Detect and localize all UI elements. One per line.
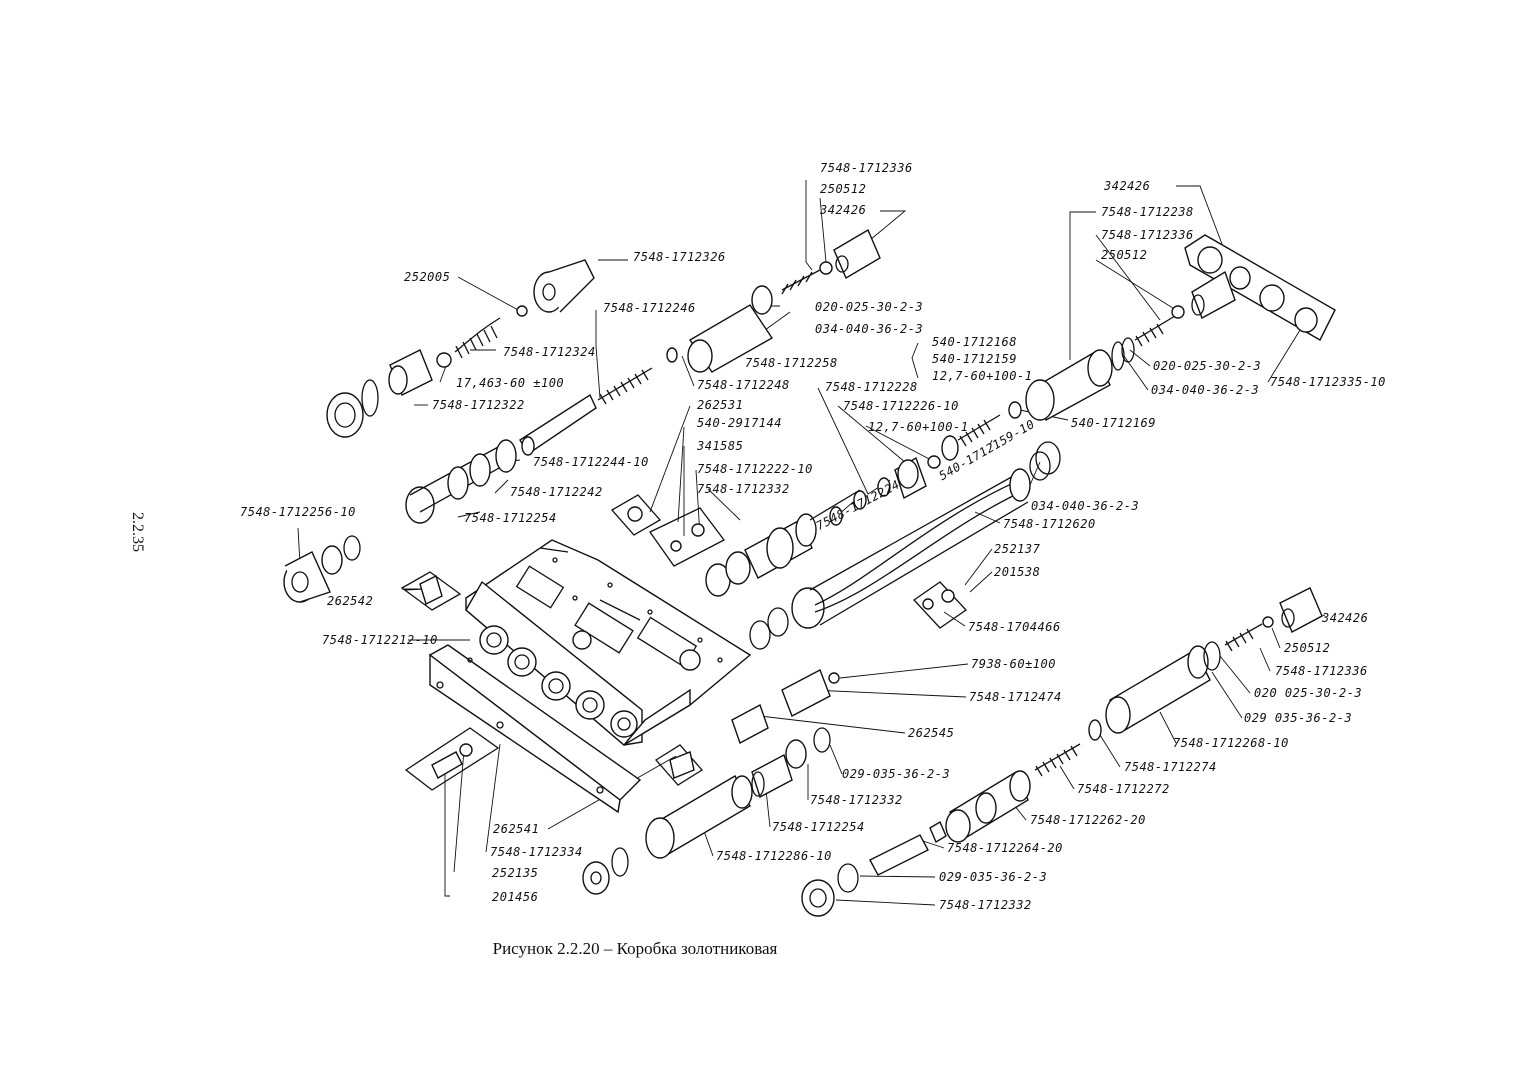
part-label: 252005 bbox=[404, 270, 451, 284]
part-label: 7548-1712254 bbox=[772, 820, 865, 834]
part-label: 540-1712159 bbox=[932, 352, 1017, 366]
part-label: 201456 bbox=[492, 890, 539, 904]
part-label: 7548-1712324 bbox=[503, 345, 596, 359]
part-label: 029-035-36-2-3 bbox=[842, 767, 951, 781]
part-label: 201538 bbox=[994, 565, 1041, 579]
part-label: 7938-60±100 bbox=[971, 657, 1056, 671]
spool-group-lower-right bbox=[801, 587, 1323, 917]
part-label: 7548-1712335-10 bbox=[1270, 375, 1386, 389]
part-label: 7548-1712332 bbox=[939, 898, 1032, 912]
page-number: 2.2.35 bbox=[129, 512, 146, 552]
part-label: 7548-1712322 bbox=[432, 398, 525, 412]
part-label: 029-035-36-2-3 bbox=[939, 870, 1048, 884]
part-label: 540-1712169 bbox=[1071, 416, 1156, 430]
part-label: 250512 bbox=[1101, 248, 1148, 262]
part-label: 7548-1712332 bbox=[697, 482, 790, 496]
part-label: 250512 bbox=[820, 182, 867, 196]
part-label: 12,7-60+100-1 bbox=[932, 369, 1033, 383]
part-label: 252135 bbox=[492, 866, 539, 880]
part-label: 262545 bbox=[908, 726, 955, 740]
part-label: 342426 bbox=[1104, 179, 1151, 193]
part-label: 540-1712168 bbox=[932, 335, 1017, 349]
part-label: 7548-1712244-10 bbox=[533, 455, 649, 469]
part-label: 7548-1712274 bbox=[1124, 760, 1217, 774]
part-label: 7548-1712326 bbox=[633, 250, 726, 264]
part-label: 12,7-60+100-1 bbox=[868, 420, 969, 434]
part-label: 7548-1712222-10 bbox=[697, 462, 813, 476]
part-label: 540-2917144 bbox=[697, 416, 782, 430]
valve-body-housing bbox=[465, 539, 752, 746]
part-label: 7548-1712272 bbox=[1077, 782, 1170, 796]
part-label: 7548-1712254 bbox=[464, 511, 557, 525]
part-label: 342426 bbox=[1322, 611, 1369, 625]
part-label: 7548-1712258 bbox=[745, 356, 838, 370]
part-label: 7548-1712336 bbox=[820, 161, 913, 175]
part-label: 262541 bbox=[493, 822, 540, 836]
part-label: 7548-1712620 bbox=[1003, 517, 1096, 531]
part-label: 7548-1712226-10 bbox=[843, 399, 959, 413]
part-label: 7548-1712286-10 bbox=[716, 849, 832, 863]
part-label: 342426 bbox=[820, 203, 867, 217]
part-label: 7548-1712268-10 bbox=[1173, 736, 1289, 750]
part-label: 029 035-36-2-3 bbox=[1244, 711, 1353, 725]
cover-plate bbox=[428, 644, 642, 814]
part-label: 7548-1712238 bbox=[1101, 205, 1194, 219]
part-label: 262531 bbox=[697, 398, 744, 412]
spool-group-upper-right bbox=[1025, 270, 1236, 421]
part-label: 7548-1712336 bbox=[1275, 664, 1368, 678]
part-label: 252137 bbox=[994, 542, 1041, 556]
spool-group-center bbox=[405, 228, 881, 524]
part-label: 341585 bbox=[697, 439, 744, 453]
part-label: 7548-1712242 bbox=[510, 485, 603, 499]
part-label: 7548-1712264-20 bbox=[947, 841, 1063, 855]
end-plate-right bbox=[1184, 234, 1336, 341]
part-label: 7548-1712228 bbox=[825, 380, 918, 394]
part-label: 7548-1712248 bbox=[697, 378, 790, 392]
part-label: 7548-1712334 bbox=[490, 845, 583, 859]
part-label: 7548-1704466 bbox=[968, 620, 1061, 634]
part-label: 020 025-30-2-3 bbox=[1254, 686, 1363, 700]
inset-boxes bbox=[400, 494, 967, 791]
spool-group-upper-left bbox=[326, 259, 595, 438]
part-label: 020-025-30-2-3 bbox=[1153, 359, 1262, 373]
part-label: 034-040-36-2-3 bbox=[1031, 499, 1140, 513]
part-label: 17,463-60 ±100 bbox=[456, 376, 565, 390]
part-label: 7548-1712256-10 bbox=[240, 505, 356, 519]
part-label: 034-040-36-2-3 bbox=[1151, 383, 1260, 397]
part-label: 7548-1712262-20 bbox=[1030, 813, 1146, 827]
spool-group-long bbox=[705, 401, 1061, 650]
part-label: 034-040-36-2-3 bbox=[815, 322, 924, 336]
part-label: 7548-1712212-10 bbox=[322, 633, 438, 647]
figure-caption: Рисунок 2.2.20 – Коробка золотниковая bbox=[492, 939, 778, 958]
part-label: 250512 bbox=[1284, 641, 1331, 655]
part-label: 7548-1712336 bbox=[1101, 228, 1194, 242]
part-label: 262542 bbox=[327, 594, 374, 608]
spool-group-lower-left bbox=[283, 535, 840, 895]
part-label: 7548-1712474 bbox=[969, 690, 1062, 704]
part-label: 7548-1712332 bbox=[810, 793, 903, 807]
part-label: 020-025-30-2-3 bbox=[815, 300, 924, 314]
part-label: 7548-1712246 bbox=[603, 301, 696, 315]
